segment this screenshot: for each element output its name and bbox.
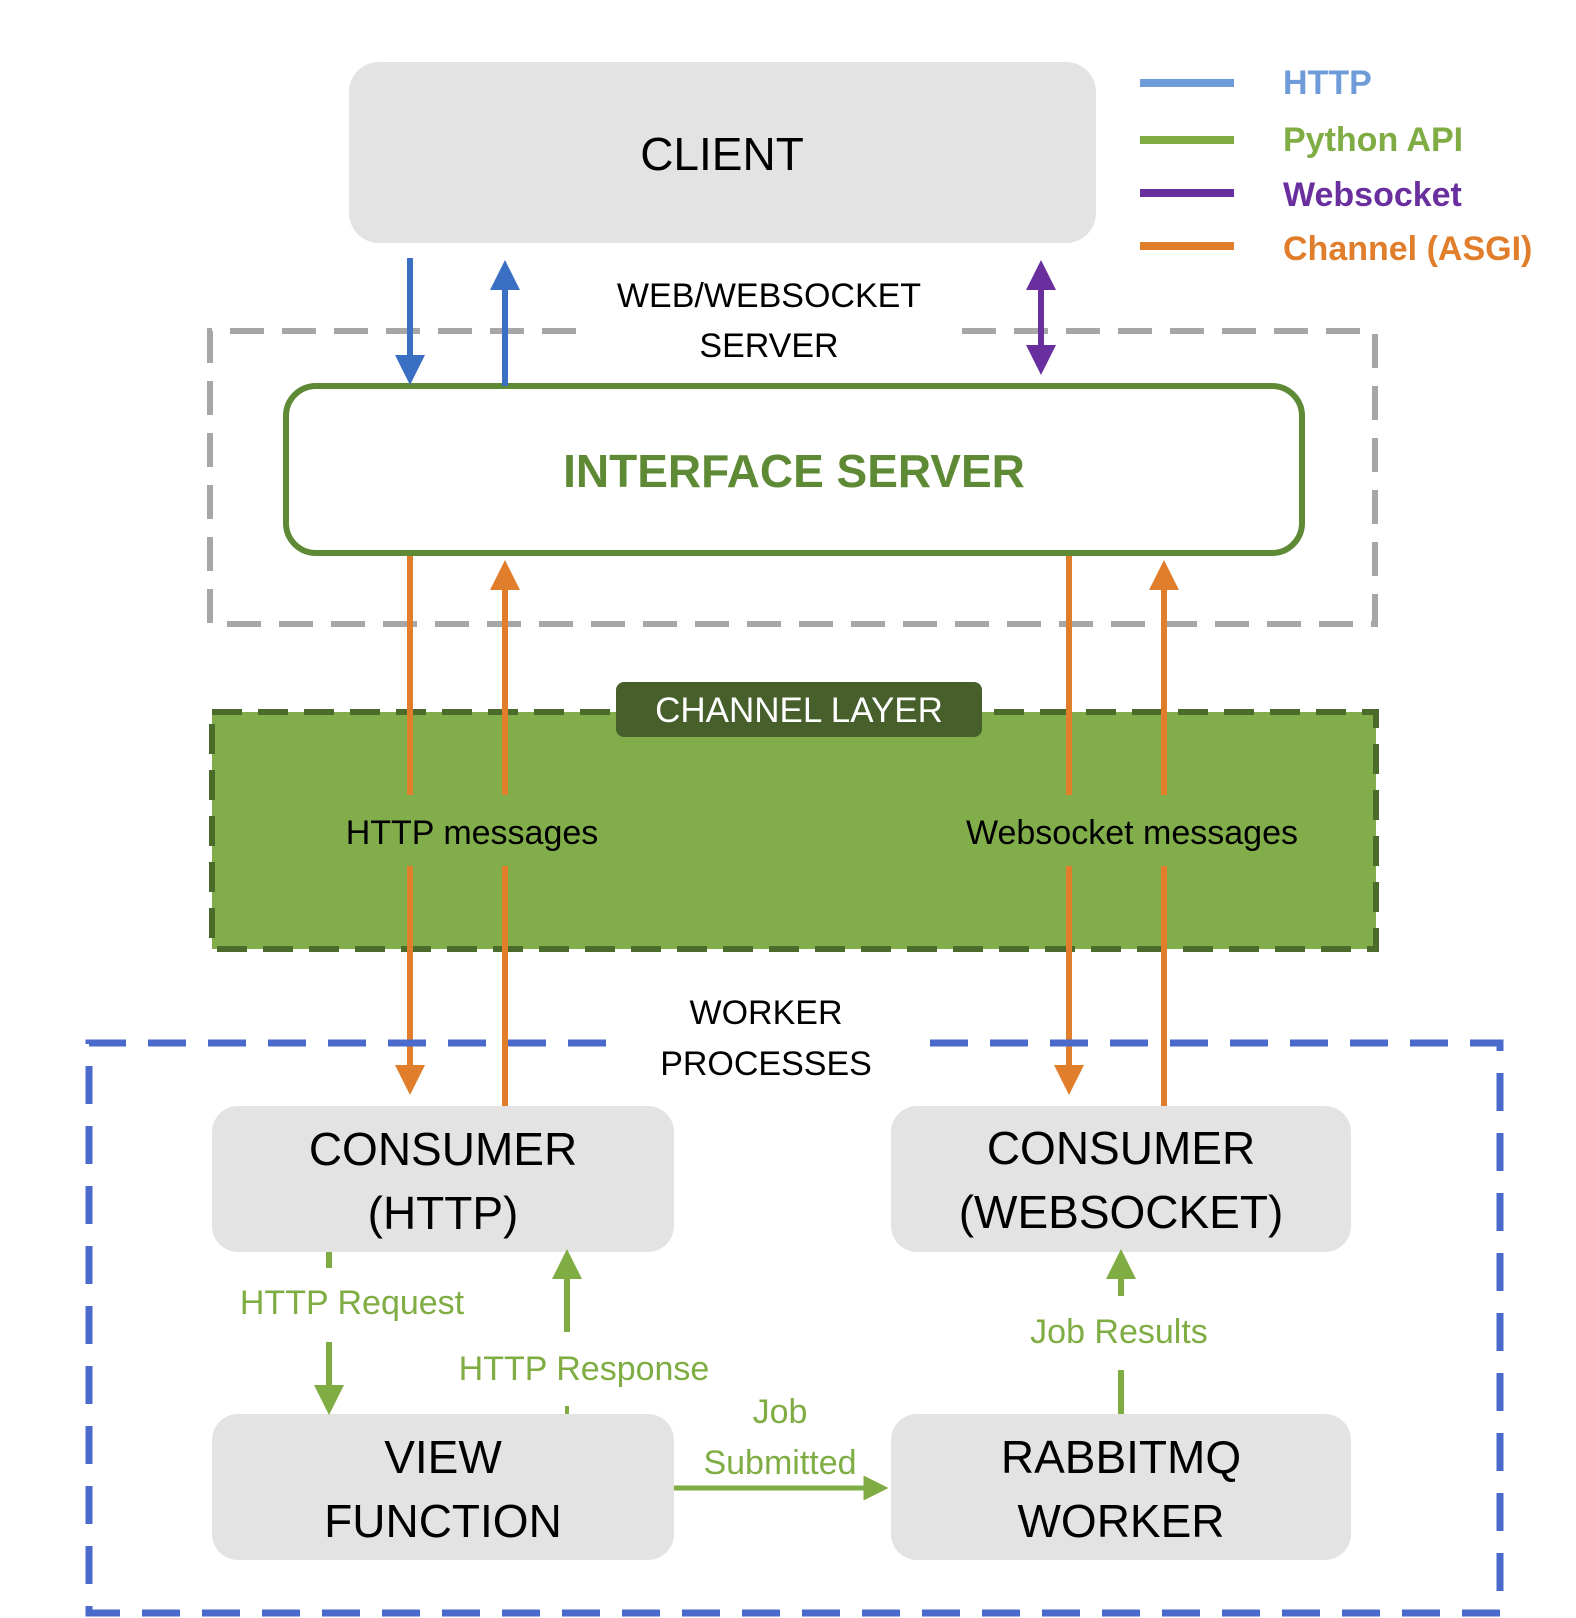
http-messages-label: HTTP messages (346, 814, 599, 852)
client-arrows (395, 258, 1056, 386)
consumer-websocket-box (891, 1106, 1351, 1252)
consumer-websocket-label-line1: CONSUMER (987, 1122, 1255, 1174)
worker-processes-zone: WORKER PROCESSES (85, 994, 1504, 1617)
client-label: CLIENT (640, 128, 804, 180)
legend-python-api-label: Python API (1283, 121, 1463, 159)
view-function-label-line2: FUNCTION (324, 1495, 562, 1547)
python-api-arrows (314, 1249, 1136, 1501)
view-function-box (212, 1414, 674, 1560)
view-function-label-line1: VIEW (384, 1431, 502, 1483)
channel-layer-box (209, 709, 1379, 952)
interface-server-label: INTERFACE SERVER (563, 445, 1025, 497)
legend-websocket-label: Websocket (1283, 176, 1462, 214)
job-submitted-label-line1: Job (753, 1393, 808, 1431)
channel-layer: CHANNEL LAYER (209, 682, 1379, 952)
client-box (349, 62, 1096, 243)
consumer-http-label-line2: (HTTP) (368, 1187, 519, 1239)
consumer-websocket-label-line2: (WEBSOCKET) (959, 1186, 1284, 1238)
http-request-label: HTTP Request (240, 1284, 465, 1322)
web-server-zone-title-line2: SERVER (699, 327, 838, 365)
worker-zone-title-line2: PROCESSES (660, 1045, 872, 1083)
job-results-label: Job Results (1030, 1313, 1208, 1351)
websocket-messages-label: Websocket messages (966, 814, 1298, 852)
web-server-zone: WEB/WEBSOCKET SERVER (207, 277, 1378, 627)
channel-layer-badge (616, 682, 982, 737)
rabbitmq-worker-label-line2: WORKER (1018, 1495, 1225, 1547)
legend-http-label: HTTP (1283, 64, 1372, 102)
job-submitted-label-line2: Submitted (703, 1444, 856, 1482)
rabbitmq-worker-label-line1: RABBITMQ (1001, 1431, 1241, 1483)
legend-channel-label: Channel (ASGI) (1283, 230, 1532, 268)
legend: HTTP Python API Websocket Channel (ASGI) (1140, 64, 1532, 268)
worker-zone-title-line1: WORKER (690, 994, 843, 1032)
web-server-zone-title-line1: WEB/WEBSOCKET (617, 277, 921, 315)
consumer-http-label-line1: CONSUMER (309, 1123, 577, 1175)
rabbitmq-worker-box (891, 1414, 1351, 1560)
http-response-label: HTTP Response (459, 1350, 710, 1388)
consumer-http-box (212, 1106, 674, 1252)
interface-server-box (283, 383, 1305, 556)
channel-layer-badge-label: CHANNEL LAYER (655, 691, 943, 730)
